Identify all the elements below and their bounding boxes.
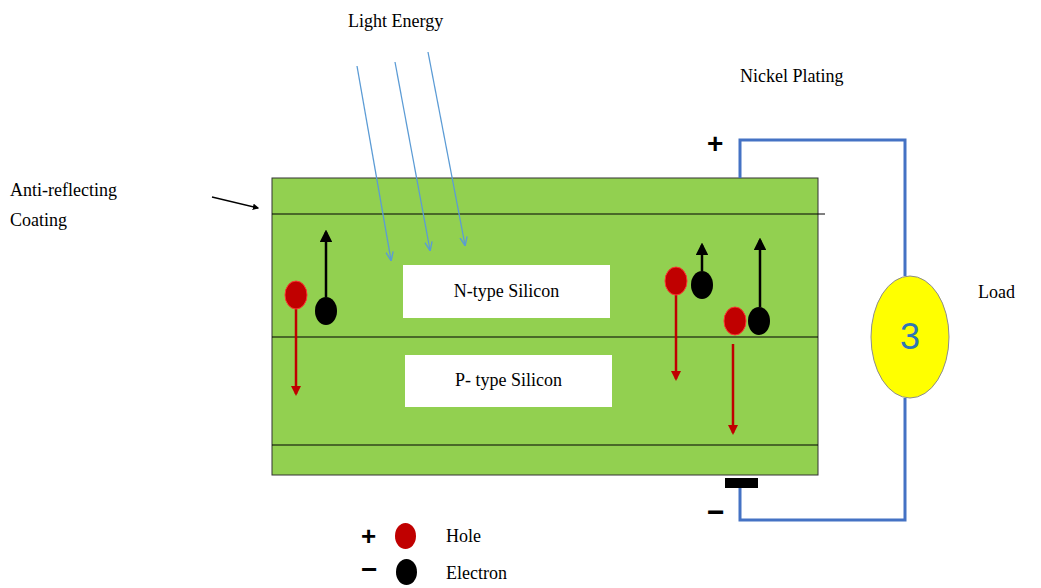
legend-plus: + bbox=[361, 521, 376, 552]
coating-label: Anti-reflecting Coating bbox=[10, 175, 160, 235]
cell-body bbox=[272, 178, 818, 475]
leader-arrow bbox=[212, 197, 258, 208]
terminal bbox=[725, 478, 758, 488]
electron-dot bbox=[315, 297, 337, 325]
light-ray bbox=[357, 66, 391, 260]
load-number: 3 bbox=[900, 315, 920, 358]
legend-label: Hole bbox=[446, 526, 481, 548]
positive-sign: + bbox=[707, 127, 723, 161]
negative-sign: − bbox=[707, 494, 725, 530]
legend-minus: − bbox=[361, 553, 377, 587]
base-line bbox=[272, 445, 818, 446]
load-label: Load bbox=[978, 282, 1015, 304]
electron-dot bbox=[691, 271, 713, 299]
hole-arrow bbox=[295, 309, 298, 394]
electron-arrow bbox=[759, 240, 762, 307]
electron-dot bbox=[748, 307, 770, 335]
hole-dot bbox=[665, 267, 687, 295]
wire bbox=[740, 398, 905, 520]
light-ray bbox=[395, 62, 430, 250]
p-type-layer-box: P- type Silicon bbox=[405, 355, 612, 407]
legend-swatch bbox=[395, 523, 416, 549]
layer-label: P- type Silicon bbox=[455, 370, 562, 392]
plating-label: Nickel Plating bbox=[740, 66, 843, 88]
load-shape bbox=[871, 276, 949, 398]
hole-dot bbox=[285, 281, 307, 309]
layer-label: N-type Silicon bbox=[454, 281, 560, 303]
electron-arrow bbox=[701, 245, 704, 271]
hole-dot bbox=[724, 307, 746, 335]
light-ray bbox=[428, 52, 465, 245]
coating-line bbox=[272, 214, 825, 215]
legend-label: Electron bbox=[446, 563, 507, 585]
hole-arrow bbox=[732, 344, 735, 433]
electron-arrow bbox=[325, 232, 328, 297]
load-ellipse: Load3 bbox=[870, 275, 950, 399]
light-label: Light Energy bbox=[348, 11, 443, 33]
junction-line bbox=[272, 337, 818, 338]
hole-arrow bbox=[675, 295, 678, 379]
legend-swatch bbox=[396, 559, 417, 585]
wire bbox=[740, 140, 905, 276]
n-type-layer-box: N-type Silicon bbox=[403, 265, 610, 318]
